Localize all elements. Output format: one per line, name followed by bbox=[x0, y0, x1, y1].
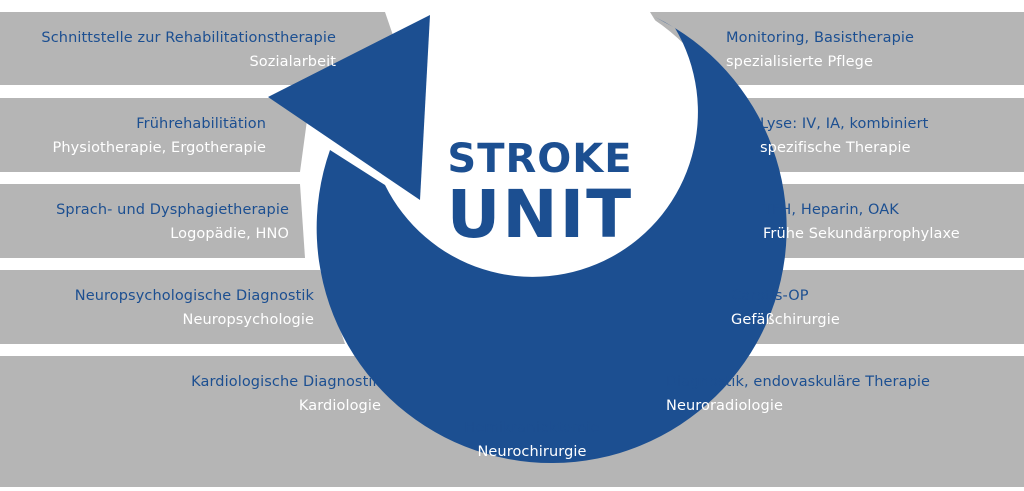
arrow-head bbox=[268, 15, 430, 200]
left-item-2: Frührehabilitätion Physiotherapie, Ergot… bbox=[52, 114, 266, 159]
center-title-line-2: UNIT bbox=[446, 176, 634, 253]
center-title-line-1: STROKE bbox=[447, 136, 633, 182]
left-item-2-sub: Physiotherapie, Ergotherapie bbox=[52, 140, 266, 156]
left-item-5: Kardiologische Diagnostik Kardiologie bbox=[191, 372, 381, 417]
bottom-item-title: Hemikraniektomie bbox=[464, 420, 600, 436]
left-item-3: Sprach- und Dysphagietherapie Logopädie,… bbox=[56, 200, 289, 245]
band-left-4 bbox=[0, 270, 345, 344]
bottom-item-sub: Neurochirurgie bbox=[477, 444, 587, 460]
left-item-3-sub: Logopädie, HNO bbox=[170, 226, 289, 242]
band-left-3 bbox=[0, 184, 305, 258]
right-item-2-sub: spezifische Therapie bbox=[760, 140, 911, 156]
right-item-4-title: Carotis-OP bbox=[731, 288, 809, 304]
band-left-1 bbox=[0, 12, 410, 85]
right-item-1-title: Monitoring, Basistherapie bbox=[726, 30, 915, 46]
right-item-1: Monitoring, Basistherapie spezialisierte… bbox=[726, 28, 914, 73]
left-item-1: Schnittstelle zur Rehabilitationstherapi… bbox=[41, 28, 336, 73]
left-item-3-title: Sprach- und Dysphagietherapie bbox=[56, 202, 289, 218]
band-right-1 bbox=[650, 12, 1024, 85]
right-item-5-sub: Neuroradiologie bbox=[666, 398, 783, 414]
left-item-5-sub: Kardiologie bbox=[298, 398, 381, 414]
right-item-3: TFH, Heparin, OAK Frühe Sekundärprophyla… bbox=[763, 200, 960, 245]
right-item-3-sub: Frühe Sekundärprophylaxe bbox=[763, 226, 960, 242]
right-item-4-sub: Gefäßchirurgie bbox=[731, 312, 840, 328]
bottom-item: Hemikraniektomie Neurochirurgie bbox=[412, 418, 652, 463]
left-item-1-title: Schnittstelle zur Rehabilitationstherapi… bbox=[41, 30, 336, 46]
left-item-4-sub: Neuropsychologie bbox=[182, 312, 314, 328]
left-item-1-sub: Sozialarbeit bbox=[249, 54, 336, 70]
band-right-2 bbox=[730, 98, 1024, 172]
left-item-2-title: Frührehabilitätion bbox=[136, 116, 266, 132]
left-item-4-title: Neuropsychologische Diagnostik bbox=[74, 288, 314, 304]
right-item-2-title: Lyse: IV, IA, kombiniert bbox=[760, 116, 929, 132]
left-item-4: Neuropsychologische Diagnostik Neuropsyc… bbox=[75, 286, 314, 331]
right-item-4: Carotis-OP Gefäßchirurgie bbox=[731, 286, 840, 331]
band-right-3 bbox=[745, 184, 1024, 258]
right-item-1-sub: spezialisierte Pflege bbox=[726, 54, 873, 70]
arrow-body bbox=[316, 17, 787, 464]
left-item-5-title: Kardiologische Diagnostik bbox=[191, 374, 381, 390]
right-item-2: Lyse: IV, IA, kombiniert spezifische The… bbox=[760, 114, 928, 159]
right-item-5-title: Diagnostik, endovaskuläre Therapie bbox=[666, 374, 931, 390]
band-left-2 bbox=[0, 98, 310, 172]
right-item-5: Diagnostik, endovaskuläre Therapie Neuro… bbox=[666, 372, 930, 417]
right-item-3-title: TFH, Heparin, OAK bbox=[763, 202, 899, 218]
center-title: STROKE UNIT bbox=[430, 136, 650, 248]
band-right-4 bbox=[710, 270, 1024, 344]
